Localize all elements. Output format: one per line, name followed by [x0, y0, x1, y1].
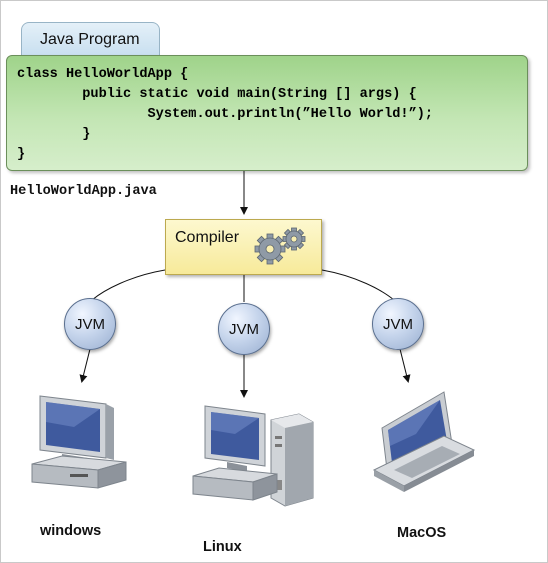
platform-label-linux: Linux	[203, 539, 242, 555]
desktop-computer-icon	[31, 395, 127, 489]
line-compiler-to-right-jvm	[321, 269, 395, 301]
laptop-icon	[372, 391, 476, 492]
jvm-label: JVM	[229, 320, 259, 338]
line-compiler-to-left-jvm	[91, 269, 166, 301]
jvm-label: JVM	[75, 315, 105, 333]
jvm-node-windows: JVM	[64, 298, 116, 350]
jvm-label: JVM	[383, 315, 413, 333]
platform-label-macos: MacOS	[397, 525, 447, 541]
source-filename: HelloWorldApp.java	[10, 184, 157, 199]
compiler-label: Compiler	[175, 229, 240, 246]
jvm-node-linux: JVM	[218, 303, 270, 355]
arrow-left-jvm-to-windows	[79, 348, 91, 383]
java-program-tab: Java Program	[21, 22, 160, 56]
jvm-node-macos: JVM	[372, 298, 424, 350]
code-block: class HelloWorldApp { public static void…	[17, 65, 433, 165]
platform-label-windows: windows	[40, 523, 102, 539]
code-line: public static void main(String [] args) …	[17, 87, 417, 102]
code-line: System.out.println(”Hello World!”);	[17, 107, 434, 122]
tower-computer-icon	[192, 405, 314, 507]
compiler-box: Compiler	[165, 219, 322, 275]
code-line: class HelloWorldApp {	[17, 67, 189, 82]
gears-icon	[254, 227, 306, 265]
java-program-tab-label: Java Program	[40, 31, 140, 48]
code-panel: class HelloWorldApp { public static void…	[6, 55, 528, 171]
arrow-right-jvm-to-macos	[399, 348, 411, 383]
code-line: }	[17, 147, 26, 162]
code-line: }	[17, 127, 91, 142]
